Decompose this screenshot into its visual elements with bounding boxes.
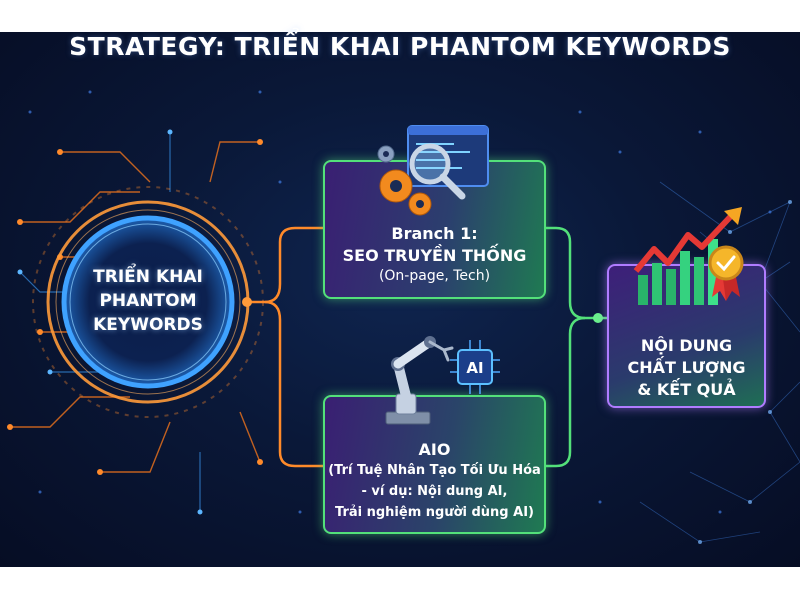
- background-circuit: [7, 90, 800, 544]
- branch-seo-title: SEO TRUYỀN THỐNG: [342, 246, 527, 265]
- branch-aio-box: AIO (Trí Tuệ Nhân Tạo Tối Ưu Hóa - ví dụ…: [323, 395, 546, 534]
- branch-aio-line2: (Trí Tuệ Nhân Tạo Tối Ưu Hóa: [328, 463, 541, 478]
- center-node: TRIỂN KHAI PHANTOM KEYWORDS: [78, 265, 218, 337]
- result-line1: NỘI DUNG: [640, 336, 733, 355]
- branch-seo-label: Branch 1:: [391, 224, 478, 243]
- result-line3: & KẾT QUẢ: [637, 380, 736, 399]
- robot-arm-ai-icon: AI: [385, 336, 500, 425]
- center-node-line2: PHANTOM: [99, 291, 197, 311]
- gears-magnifier-icon: [377, 125, 489, 216]
- growth-chart-medal-icon: [633, 207, 744, 305]
- branch-seo-subtitle: (On-page, Tech): [378, 268, 491, 284]
- center-node-line1: TRIỂN KHAI: [93, 267, 203, 287]
- center-node-line3: KEYWORDS: [93, 315, 203, 335]
- page-title: STRATEGY: TRIỂN KHAI PHANTOM KEYWORDS: [69, 32, 731, 61]
- branch-aio-line4: Trải nghiệm người dùng AI): [335, 505, 534, 520]
- result-box: NỘI DUNG CHẤT LƯỢNG & KẾT QUẢ: [607, 264, 766, 408]
- result-line2: CHẤT LƯỢNG: [627, 358, 746, 377]
- branch-aio-title: AIO: [418, 440, 451, 459]
- branch-aio-line3: - ví dụ: Nội dung AI,: [361, 484, 508, 499]
- ai-chip-label: AI: [466, 359, 483, 377]
